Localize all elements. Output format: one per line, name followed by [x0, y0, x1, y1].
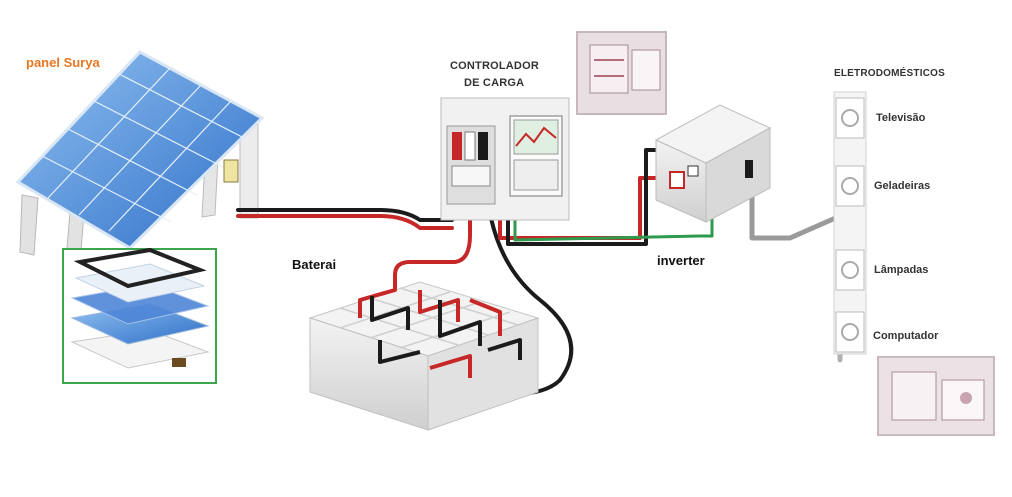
charge-controller-illustration: [440, 97, 570, 221]
controller-label: CONTROLADOR DE CARGA: [450, 58, 539, 92]
controller-label-line2: DE CARGA: [464, 77, 525, 89]
appliance-label-computer: Computador: [873, 330, 939, 342]
computer-inset-illustration: [877, 356, 995, 436]
appliance-outlet-icon: [835, 249, 865, 291]
solar-panel-illustration: [15, 50, 265, 263]
controller-label-line1: CONTROLADOR: [450, 60, 539, 72]
inverter-label: inverter: [657, 253, 705, 268]
appliance-label-lamps: Lâmpadas: [874, 264, 929, 276]
appliances-title: ELETRODOMÉSTICOS: [834, 68, 945, 79]
controller-inset-illustration: [576, 31, 667, 115]
appliance-outlet-icon: [835, 97, 865, 139]
appliance-outlet-icon: [835, 311, 865, 353]
appliance-outlet-icon: [835, 165, 865, 207]
inverter-illustration: [654, 104, 772, 223]
battery-bank-illustration: [308, 275, 540, 431]
appliance-label-television: Televisão: [876, 112, 926, 124]
appliance-label-refrigerators: Geladeiras: [874, 180, 931, 192]
panel-layers-illustration: [62, 247, 217, 384]
battery-label: Baterai: [292, 257, 337, 272]
solar-panel-label: panel Surya: [26, 55, 100, 70]
